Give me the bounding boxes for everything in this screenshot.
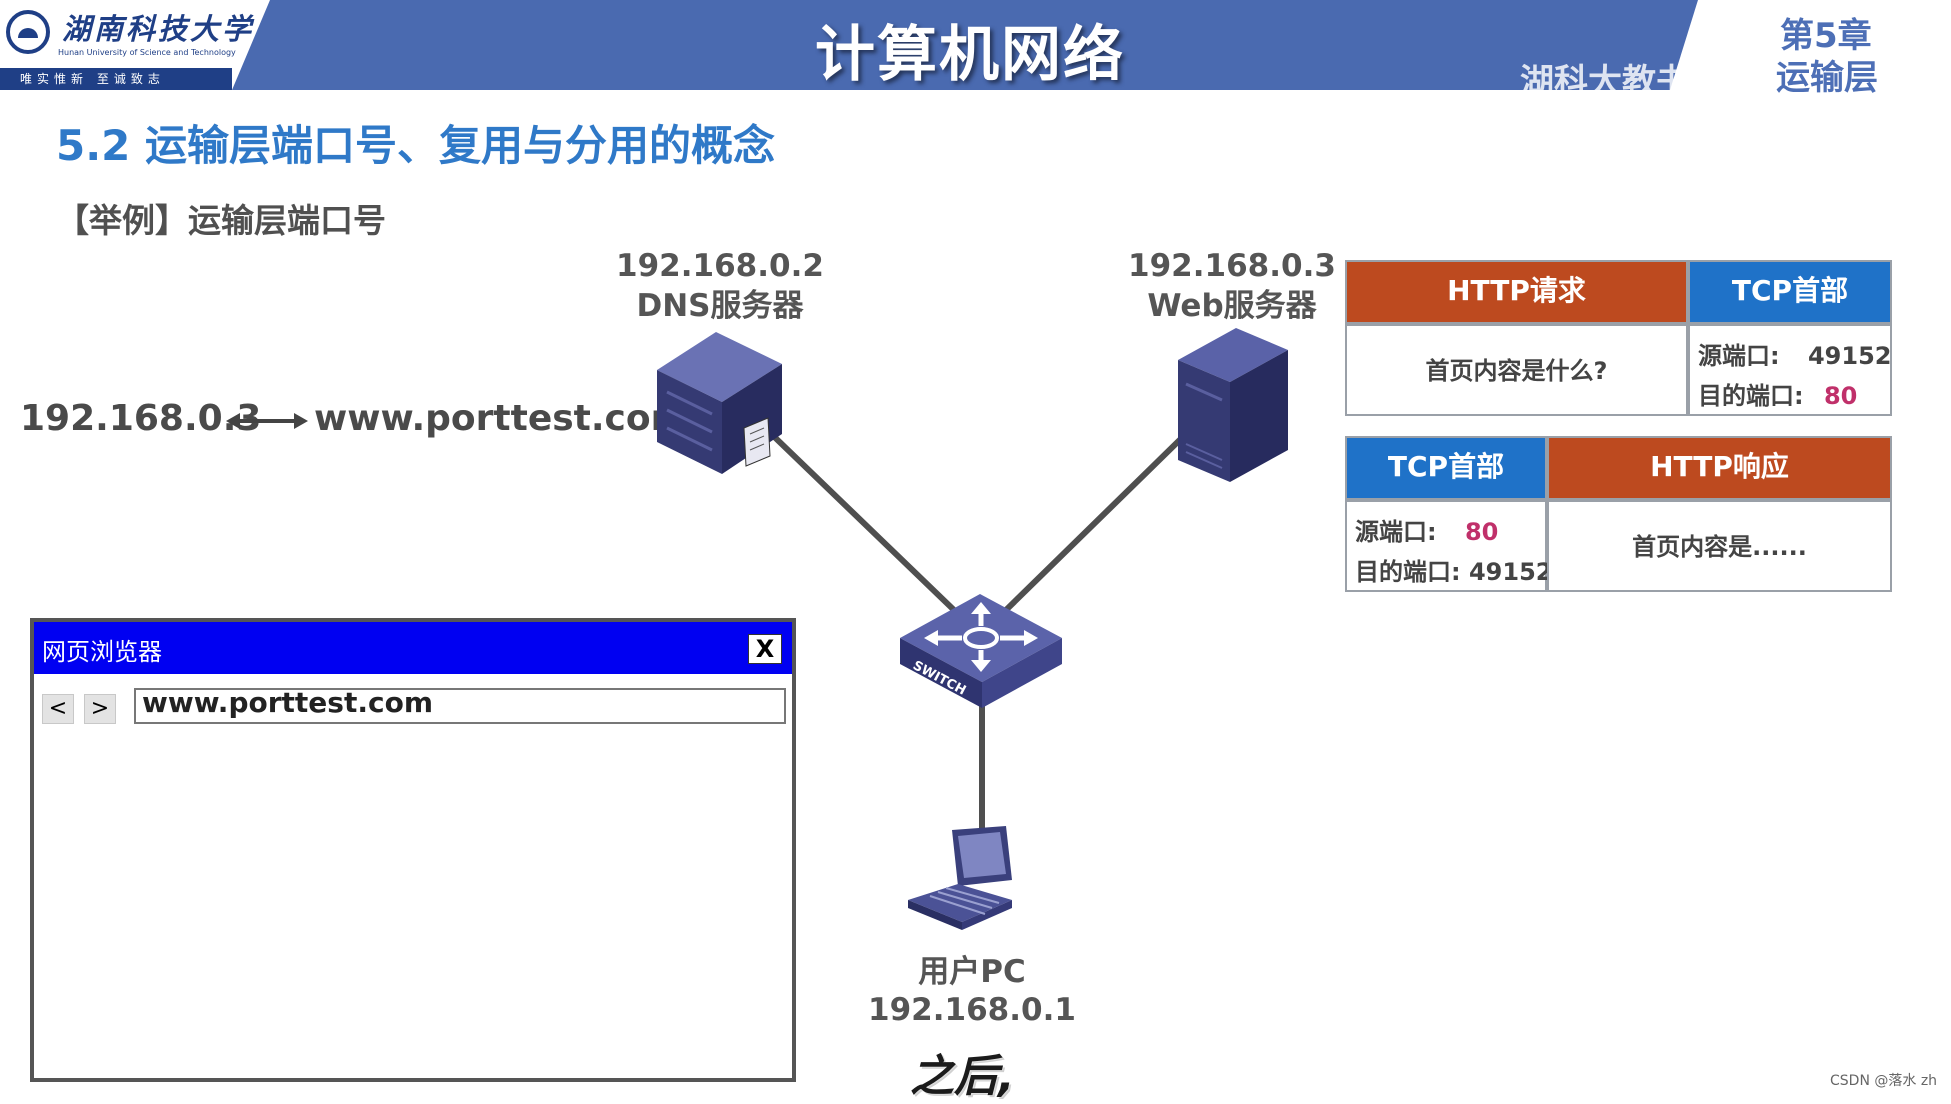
example-label: 【举例】运输层端口号 [56,201,386,240]
request-dst-port: 80 [1823,382,1858,410]
watermark: 湖科大教书匠 [1520,62,1724,102]
response-tcp-header: TCP首部 [1345,436,1547,500]
request-src-port-label: 源端口: [1698,342,1780,370]
university-name: 湖南科技大学 [62,12,255,46]
university-motto: 唯实惟新 至诚致志 [20,72,165,86]
request-dst-port-label: 目的端口: [1698,382,1804,410]
slide-header [0,0,1951,90]
section-title: 5.2 运输层端口号、复用与分用的概念 [56,121,776,170]
close-button[interactable]: X [748,634,782,664]
request-port-cell: 源端口: 49152 目的端口: 80 [1688,324,1892,416]
response-src-port-label: 源端口: [1355,518,1437,546]
chapter-panel [1670,0,1951,90]
response-http-header: HTTP响应 [1547,436,1892,500]
web-server-ip: 192.168.0.3 [1128,248,1336,284]
switch-icon: SWITCH [900,594,1062,708]
mapping-domain: www.porttest.com [314,398,689,439]
logo-motto-band [0,68,232,90]
back-button[interactable]: < [42,694,74,724]
university-emblem-icon [6,10,50,54]
browser-titlebar: 网页浏览器 X [34,622,792,674]
response-dst-port-label: 目的端口: [1355,558,1461,586]
request-tcp-header: TCP首部 [1688,260,1892,324]
double-arrow-icon [226,413,308,429]
address-text: www.porttest.com [142,686,433,719]
response-content: 首页内容是...... [1547,500,1892,592]
forward-button[interactable]: > [84,694,116,724]
university-english-name: Hunan University of Science and Technolo… [58,48,236,57]
video-subtitle: 之后, [910,1051,1015,1102]
web-server-icon [1178,328,1288,482]
request-src-port: 49152 [1807,342,1892,370]
link-dns-switch [759,422,958,614]
web-browser-window: 网页浏览器 X < > www.porttest.com [30,618,796,1082]
user-pc-name: 用户PC [918,954,1026,990]
dns-server-icon [657,332,782,474]
dns-server-ip: 192.168.0.2 [616,248,824,284]
mapping-ip: 192.168.0.3 [20,398,262,439]
csdn-credit: CSDN @落水 zh [1830,1073,1938,1089]
chapter-name: 运输层 [1776,58,1878,98]
address-bar[interactable]: www.porttest.com [134,686,786,724]
response-dst-port: 49152 [1468,558,1553,586]
dns-server-name: DNS服务器 [636,288,804,324]
link-web-switch [1002,422,1198,614]
browser-title: 网页浏览器 [42,638,162,666]
response-src-port: 80 [1464,518,1499,546]
course-title: 计算机网络 [815,20,1125,90]
request-http-header: HTTP请求 [1345,260,1688,324]
web-server-name: Web服务器 [1147,288,1317,324]
user-pc-ip: 192.168.0.1 [868,992,1076,1028]
user-pc-icon [908,826,1012,930]
response-port-cell: 源端口: 80 目的端口: 49152 [1345,500,1552,592]
request-content: 首页内容是什么? [1345,324,1688,416]
chapter-number: 第5章 [1780,16,1872,56]
